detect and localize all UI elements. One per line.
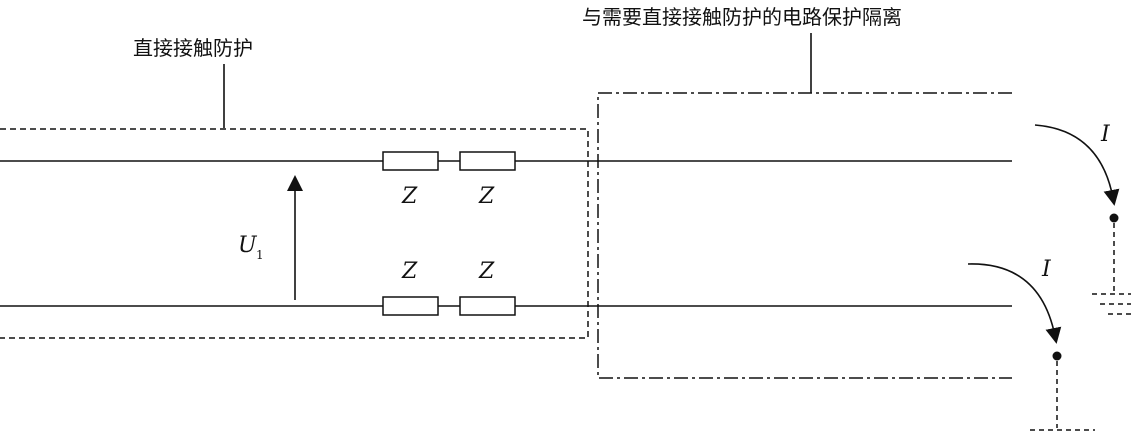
impedance-bottom-2 (459, 296, 516, 316)
isolation-box (597, 92, 1012, 379)
impedance-top-1 (382, 151, 439, 171)
impedance-top-2 (459, 151, 516, 171)
current-arrow-2 (967, 263, 1062, 344)
current-arrow-1 (1034, 124, 1120, 206)
voltage-subscript: 1 (256, 248, 264, 262)
direct-contact-box (0, 128, 589, 339)
impedance-label-top-1: Z (401, 184, 418, 209)
impedance-label-bottom-2: Z (478, 259, 495, 284)
current-label-1: I (1100, 122, 1111, 147)
impedance-label-top-2: Z (478, 184, 495, 209)
voltage-label: U (238, 233, 258, 258)
current-label-2: I (1041, 257, 1052, 282)
isolation-label: 与需要直接接触防护的电路保护隔离 (582, 5, 902, 29)
ground-node-1 (1109, 213, 1119, 223)
impedance-bottom-1 (382, 296, 439, 316)
impedance-label-bottom-1: Z (401, 259, 418, 284)
ground-node-2 (1052, 351, 1062, 361)
direct-contact-protection-label: 直接接触防护 (133, 36, 253, 60)
